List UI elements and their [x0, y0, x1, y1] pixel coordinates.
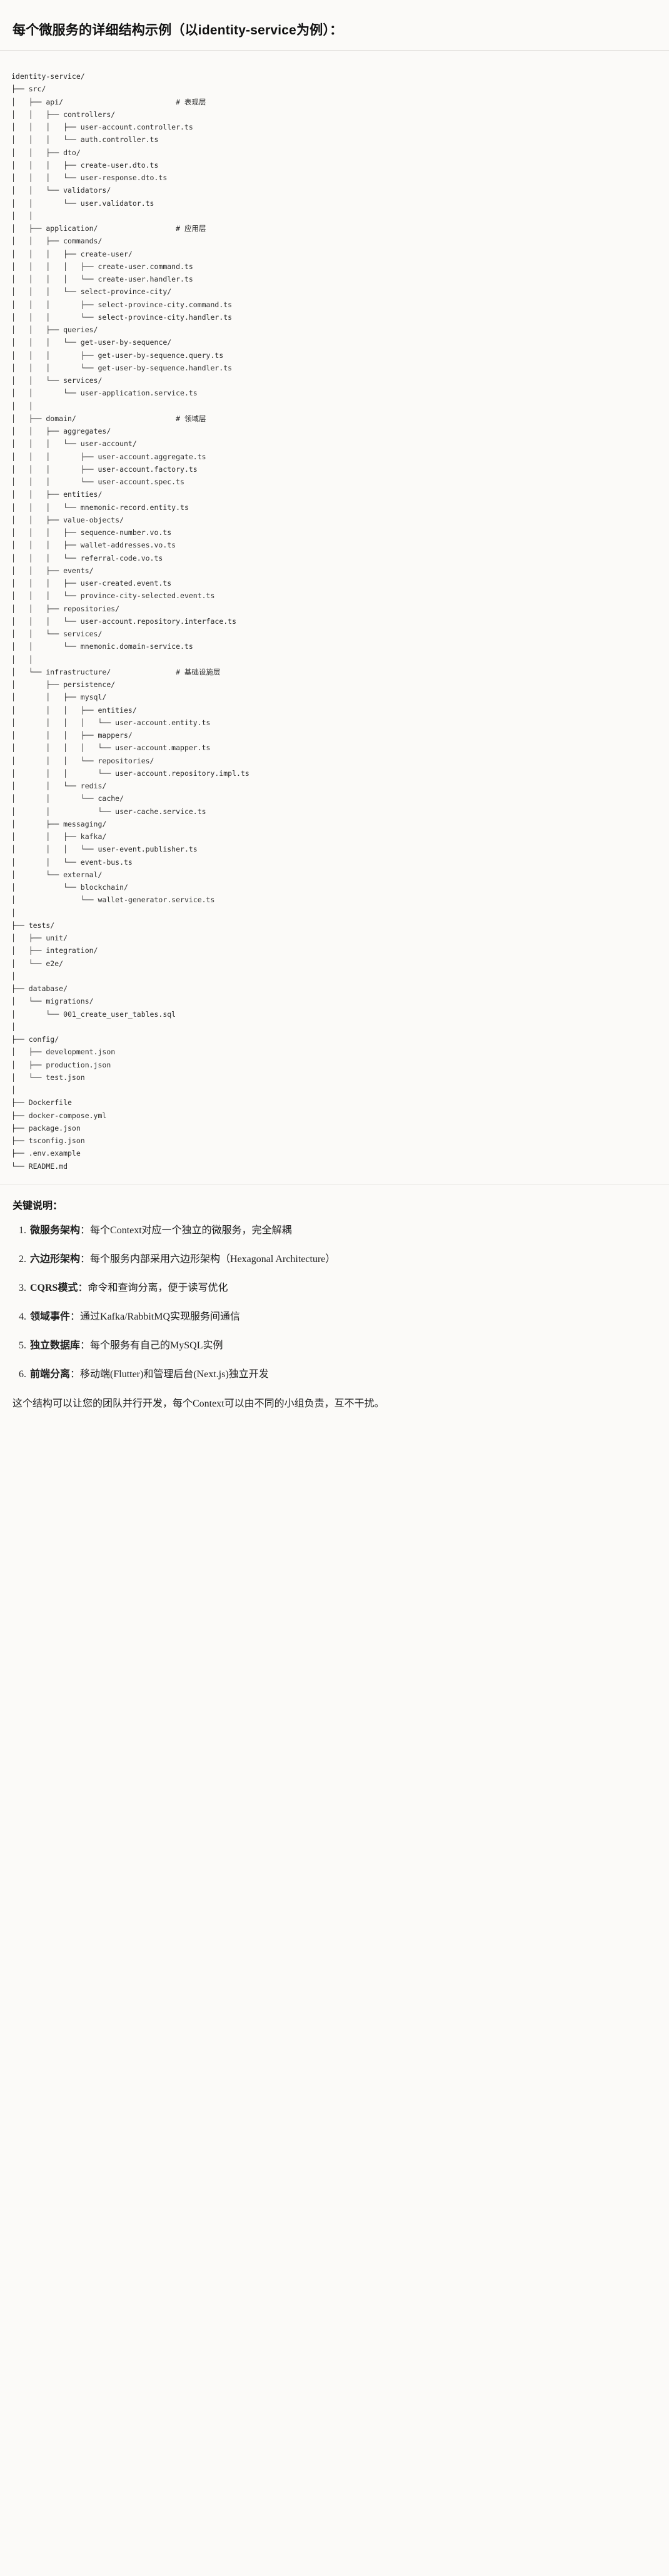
closing-paragraph: 这个结构可以让您的团队并行开发，每个Context可以由不同的小组负责，互不干扰… [13, 1398, 385, 1409]
directory-tree: identity-service/ ├── src/ │ ├── api/ # … [11, 72, 249, 1171]
note-body: ：通过Kafka/RabbitMQ实现服务间通信 [70, 1311, 240, 1322]
directory-tree-block: identity-service/ ├── src/ │ ├── api/ # … [0, 61, 669, 1184]
note-term: 领域事件 [30, 1311, 71, 1322]
list-item: CQRS模式：命令和查询分离，便于读写优化 [29, 1281, 656, 1296]
document-page: 每个微服务的详细结构示例（以identity-service为例）： ident… [0, 11, 669, 1422]
page-title: 每个微服务的详细结构示例（以identity-service为例）： [0, 11, 669, 51]
note-term: 微服务架构 [30, 1224, 81, 1236]
key-notes-title: 关键说明： [13, 1200, 63, 1211]
list-item: 微服务架构：每个Context对应一个独立的微服务，完全解耦 [29, 1223, 656, 1238]
list-item: 领域事件：通过Kafka/RabbitMQ实现服务间通信 [29, 1310, 656, 1325]
note-body: ：移动端(Flutter)和管理后台(Next.js)独立开发 [70, 1368, 269, 1380]
note-body: ：每个服务有自己的MySQL实例 [80, 1340, 223, 1351]
note-term: CQRS模式 [30, 1282, 78, 1293]
note-body: ：每个服务内部采用六边形架构（Hexagonal Architecture） [80, 1253, 336, 1265]
list-item: 六边形架构：每个服务内部采用六边形架构（Hexagonal Architectu… [29, 1252, 656, 1267]
note-body: ：每个Context对应一个独立的微服务，完全解耦 [80, 1224, 292, 1236]
note-body: ：命令和查询分离，便于读写优化 [78, 1282, 228, 1293]
key-notes-list: 微服务架构：每个Context对应一个独立的微服务，完全解耦 六边形架构：每个服… [13, 1223, 656, 1382]
key-notes-section: 关键说明： 微服务架构：每个Context对应一个独立的微服务，完全解耦 六边形… [0, 1184, 669, 1422]
list-item: 独立数据库：每个服务有自己的MySQL实例 [29, 1338, 656, 1353]
list-item: 前端分离：移动端(Flutter)和管理后台(Next.js)独立开发 [29, 1367, 656, 1382]
note-term: 前端分离 [30, 1368, 71, 1380]
note-term: 六边形架构 [30, 1253, 81, 1265]
note-term: 独立数据库 [30, 1340, 81, 1351]
